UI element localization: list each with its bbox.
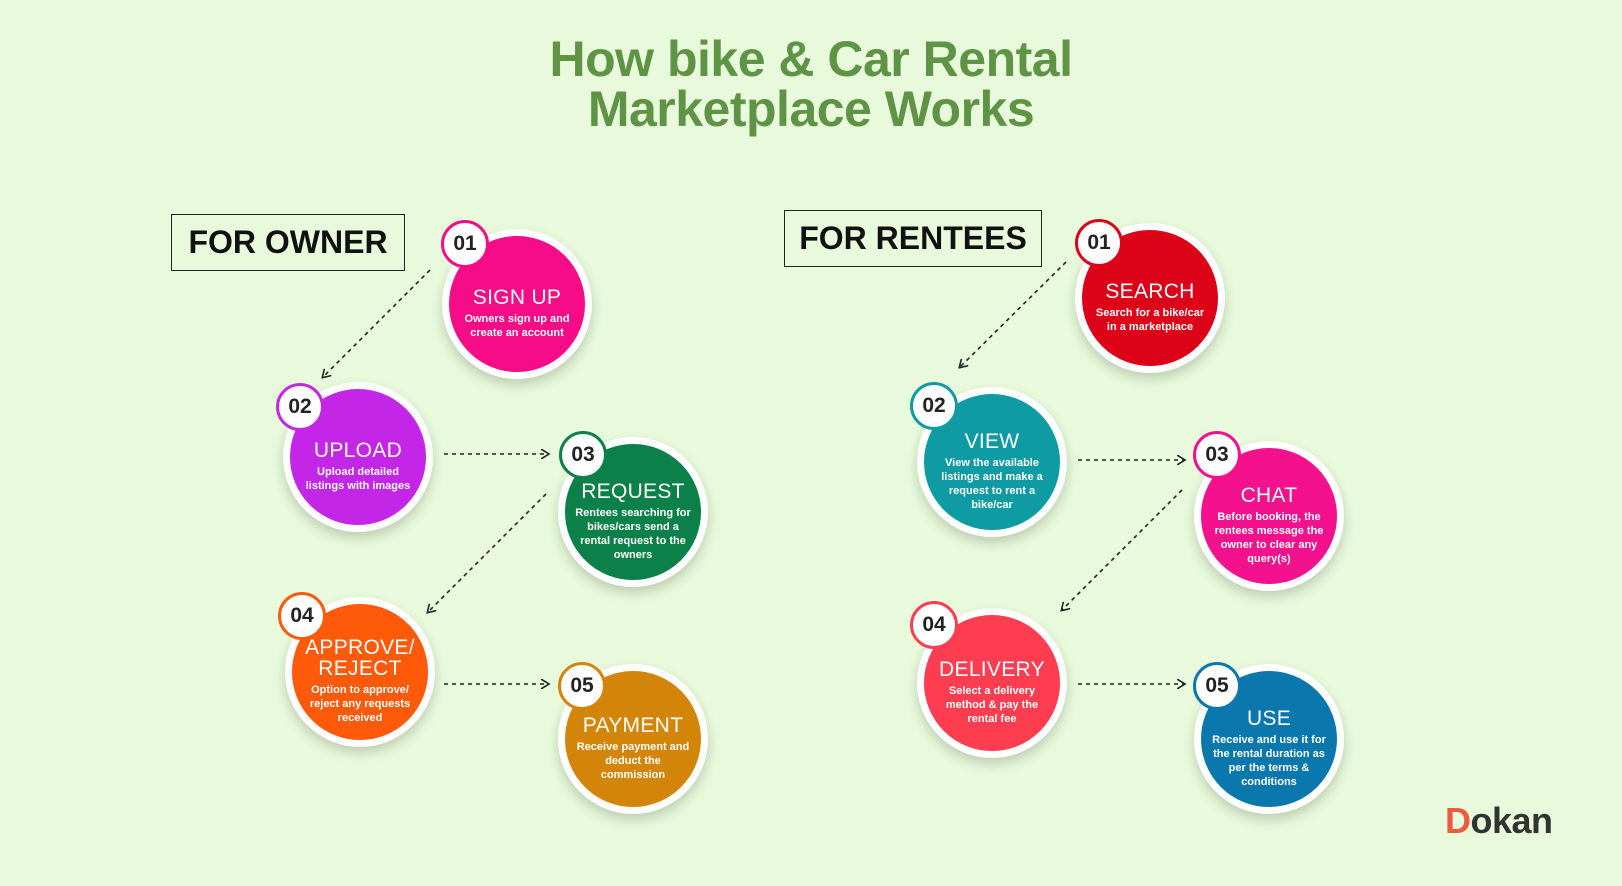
step-heading: SEARCH [1105, 279, 1195, 303]
step-heading: VIEW [964, 429, 1020, 453]
step-description: Select a delivery method & pay the renta… [945, 684, 1039, 725]
step-description: View the available listings and make a r… [941, 456, 1043, 511]
page-title: How bike & Car Rental Marketplace Works [0, 34, 1622, 134]
logo-initial: D [1445, 800, 1471, 841]
owner-step-3: REQUEST Rentees searching for bikes/cars… [558, 437, 708, 587]
step-heading: USE [1246, 706, 1292, 730]
arrow-rentees-1-2 [960, 261, 1067, 367]
rentees-step-3-number: 03 [1193, 431, 1241, 479]
step-description: Receive and use it for the rental durati… [1212, 733, 1326, 788]
step-description: Rentees searching for bikes/cars send a … [575, 506, 691, 561]
arrow-owner-1-2 [323, 269, 431, 377]
step-heading: CHAT [1240, 483, 1298, 507]
owner-step-4-number: 04 [278, 592, 326, 640]
step-heading: SIGN UP [472, 285, 562, 309]
step-heading: APPROVE/ REJECT [305, 636, 415, 680]
owner-step-2-number: 02 [276, 383, 324, 431]
rentees-step-2-number: 02 [910, 382, 958, 430]
step-description: Option to approve/ reject any requests r… [309, 684, 411, 724]
step-description: Receive payment and deduct the commissio… [576, 740, 690, 781]
step-heading: DELIVERY [939, 657, 1045, 681]
rentees-step-5-number: 05 [1193, 662, 1241, 710]
step-description: Before booking, the rentees message the … [1214, 510, 1324, 565]
title-line-2: Marketplace Works [587, 81, 1035, 137]
owner-step-2: UPLOAD Upload detailed listings with ima… [283, 382, 433, 532]
logo-text: okan [1470, 800, 1554, 841]
rentees-section-label: FOR RENTEES [784, 210, 1042, 267]
rentees-step-5: USE Receive and use it for the rental du… [1194, 664, 1344, 814]
owner-step-1-number: 01 [441, 220, 489, 268]
step-description: Search for a bike/car in a marketplace [1095, 306, 1205, 333]
owner-section-label: FOR OWNER [171, 214, 405, 271]
owner-step-5-number: 05 [558, 662, 606, 710]
arrow-rentees-3-4 [1062, 489, 1183, 610]
step-description: Upload detailed listings with images [305, 465, 411, 492]
step-heading: PAYMENT [582, 713, 684, 737]
step-description: Owners sign up and create an account [464, 312, 570, 339]
arrow-owner-3-4 [428, 493, 547, 612]
title-line-1: How bike & Car Rental [549, 31, 1073, 87]
rentees-step-4-number: 04 [910, 601, 958, 649]
rentees-step-1-number: 01 [1075, 219, 1123, 267]
step-heading: REQUEST [581, 479, 685, 503]
owner-step-4: APPROVE/ REJECT Option to approve/ rejec… [285, 597, 435, 747]
owner-step-3-number: 03 [559, 431, 607, 479]
step-heading: UPLOAD [313, 438, 403, 462]
